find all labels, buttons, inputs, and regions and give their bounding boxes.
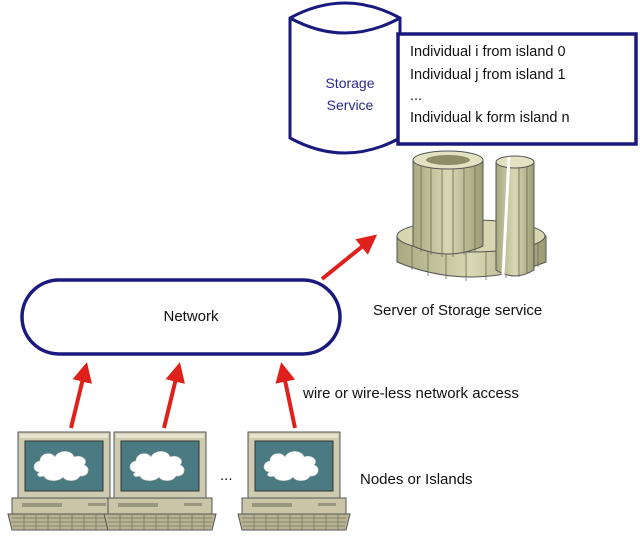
individual-item: Individual j from island 1	[410, 67, 566, 83]
arrow-node-to-network	[275, 362, 297, 429]
storage-service-label-line2: Service	[327, 97, 374, 113]
nodes-ellipsis: ...	[220, 467, 233, 484]
server-label: Server of Storage service	[373, 302, 542, 319]
desktop-computer-icon	[237, 431, 351, 531]
nodes-label: Nodes or Islands	[360, 471, 473, 488]
storage-service-label-line1: Storage	[325, 75, 374, 91]
server-tower-icon	[396, 150, 547, 281]
individuals-list-box: Individual i from island 0 Individual j …	[396, 32, 638, 146]
individual-item: Individual i from island 0	[410, 44, 566, 60]
arrow-node-to-network	[69, 362, 92, 429]
desktop-computer-icon	[7, 431, 121, 531]
desktop-computer-icon	[103, 431, 217, 531]
storage-cylinder-icon: Storage Service	[288, 1, 402, 155]
network-shape	[20, 278, 342, 356]
individual-item: Individual k form island n	[410, 110, 570, 126]
access-label: wire or wire-less network access	[302, 385, 519, 402]
individual-item: ...	[410, 88, 422, 104]
network-label: Network	[163, 308, 219, 325]
arrow-node-to-network	[162, 362, 185, 429]
arrow-to-server	[320, 234, 378, 281]
